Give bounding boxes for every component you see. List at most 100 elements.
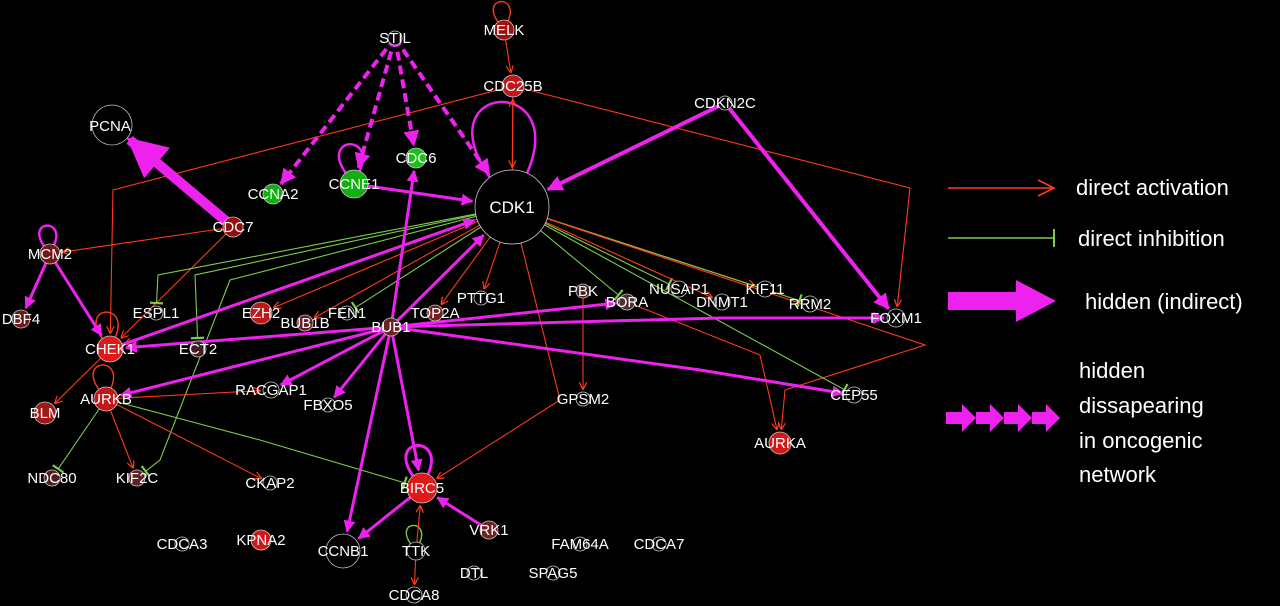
edge-cdc7-chek1 xyxy=(121,226,234,338)
edge-mcm2-chek1 xyxy=(48,253,103,337)
node-label-nusap1: NUSAP1 xyxy=(649,281,709,298)
self-loops xyxy=(38,0,537,545)
node-espl1 xyxy=(148,305,164,321)
edge-cdc7-pcna xyxy=(126,136,237,231)
edge-bub1-ccnb1 xyxy=(343,326,393,533)
node-stil xyxy=(387,30,403,46)
node-label-ccne1: CCNE1 xyxy=(329,176,380,193)
node-cdca8 xyxy=(405,586,423,604)
node-label-ezh2: EZH2 xyxy=(242,305,280,322)
node-label-kpna2: KPNA2 xyxy=(236,532,285,549)
node-label-cdc6: CDC6 xyxy=(396,150,437,167)
node-ccna2 xyxy=(262,183,284,205)
node-label-dtl: DTL xyxy=(460,565,488,582)
self-loop-ccne1 xyxy=(337,143,364,174)
edge-cdk1-espl1 xyxy=(149,206,513,305)
edge-cdk1-bub1b xyxy=(315,206,513,318)
node-aurka xyxy=(768,431,792,455)
node-label-foxm1: FOXM1 xyxy=(870,310,922,327)
legend-disappearing-line-3: in oncogenic xyxy=(1079,428,1203,453)
legend-hidden-arrow xyxy=(948,280,1056,322)
node-label-fbxo5: FBXO5 xyxy=(303,397,352,414)
node-label-cdk1: CDK1 xyxy=(489,198,534,217)
node-bora xyxy=(618,293,636,311)
self-loop-birc5 xyxy=(404,443,433,477)
node-label-mcm2: MCM2 xyxy=(28,246,72,263)
node-cdca7 xyxy=(651,536,667,552)
node-label-cdc25b: CDC25B xyxy=(483,78,542,95)
node-foxm1 xyxy=(886,308,906,328)
node-spag5 xyxy=(545,565,561,581)
edge-stil-ccna2 xyxy=(279,36,397,186)
node-melk xyxy=(493,19,515,41)
node-cdkn2c xyxy=(717,95,733,111)
node-label-bub1: BUB1 xyxy=(371,319,410,336)
legend: direct activation direct inhibition hidd… xyxy=(946,175,1243,487)
node-label-melk: MELK xyxy=(484,22,525,39)
node-label-aurka: AURKA xyxy=(754,435,806,452)
self-loop-cdk1 xyxy=(471,100,537,179)
node-label-cdca8: CDCA8 xyxy=(389,587,440,604)
node-fbxo5 xyxy=(320,397,336,413)
edge-bub1-cdk1 xyxy=(389,234,485,329)
node-cdc7 xyxy=(222,216,244,238)
node-vrk1 xyxy=(479,520,499,540)
node-racgap1 xyxy=(262,381,280,399)
node-label-top2a: TOP2A xyxy=(411,305,460,322)
self-loop-ttk xyxy=(405,524,423,545)
node-label-ect2: ECT2 xyxy=(179,341,217,358)
self-loop-aurkb xyxy=(92,364,115,390)
node-fam64a xyxy=(572,536,588,552)
edges xyxy=(24,29,927,584)
node-label-fen1: FEN1 xyxy=(328,305,366,322)
node-kif11 xyxy=(756,280,774,298)
node-cdc25b xyxy=(501,74,525,98)
edge-bub1-aurkb xyxy=(119,325,392,399)
node-label-fam64a: FAM64A xyxy=(551,536,609,553)
legend-disappearing-line-1: hidden xyxy=(1079,358,1145,383)
edge-bub1-bora xyxy=(390,298,618,329)
node-label-bub1b: BUB1B xyxy=(280,315,329,332)
edge-stil-cdc6 xyxy=(393,37,420,147)
edge-cdc7-mcm2 xyxy=(63,226,234,252)
legend-activation-label: direct activation xyxy=(1076,175,1229,200)
node-label-aurkb: AURKB xyxy=(80,391,132,408)
node-label-cdc7: CDC7 xyxy=(213,219,254,236)
node-label-rrm2: RRM2 xyxy=(789,296,832,313)
node-rrm2 xyxy=(801,295,819,313)
node-ccne1 xyxy=(339,169,369,199)
node-cep55 xyxy=(845,386,863,404)
node-label-pbk: PBK xyxy=(568,283,598,300)
legend-inhibition-label: direct inhibition xyxy=(1078,226,1225,251)
node-blm xyxy=(33,401,57,425)
edge-bub1-cep55 xyxy=(390,325,845,398)
node-top2a xyxy=(426,304,444,322)
node-label-ckap2: CKAP2 xyxy=(245,475,294,492)
edge-cdc25b-foxm1 xyxy=(512,85,911,306)
self-loop-melk xyxy=(492,0,511,23)
node-dnmt1 xyxy=(713,293,731,311)
node-label-stil: STIL xyxy=(379,30,411,47)
node-label-pttg1: PTTG1 xyxy=(457,290,505,307)
node-kif2c xyxy=(128,469,146,487)
node-label-dbf4: DBF4 xyxy=(2,311,40,328)
node-cdc6 xyxy=(405,147,427,169)
node-label-blm: BLM xyxy=(30,405,61,422)
node-aurkb xyxy=(93,386,119,412)
node-ndc80 xyxy=(43,469,61,487)
legend-hidden-label: hidden (indirect) xyxy=(1085,289,1243,314)
node-label-kif2c: KIF2C xyxy=(116,470,159,487)
edge-aurkb-ndc80 xyxy=(52,398,107,474)
node-label-pcna: PCNA xyxy=(89,118,131,135)
edge-cdc25b-chek1 xyxy=(110,85,514,333)
node-birc5 xyxy=(406,472,438,504)
edge-bub1-cdc6 xyxy=(389,169,419,328)
node-bub1 xyxy=(381,317,401,337)
node-label-bora: BORA xyxy=(606,294,649,311)
edge-bub1-foxm1 xyxy=(390,312,886,329)
node-dbf4 xyxy=(11,309,31,329)
node-label-ttk: TTK xyxy=(402,543,430,560)
edge-stil-ccne1 xyxy=(354,37,397,170)
node-cdk1 xyxy=(474,169,550,245)
